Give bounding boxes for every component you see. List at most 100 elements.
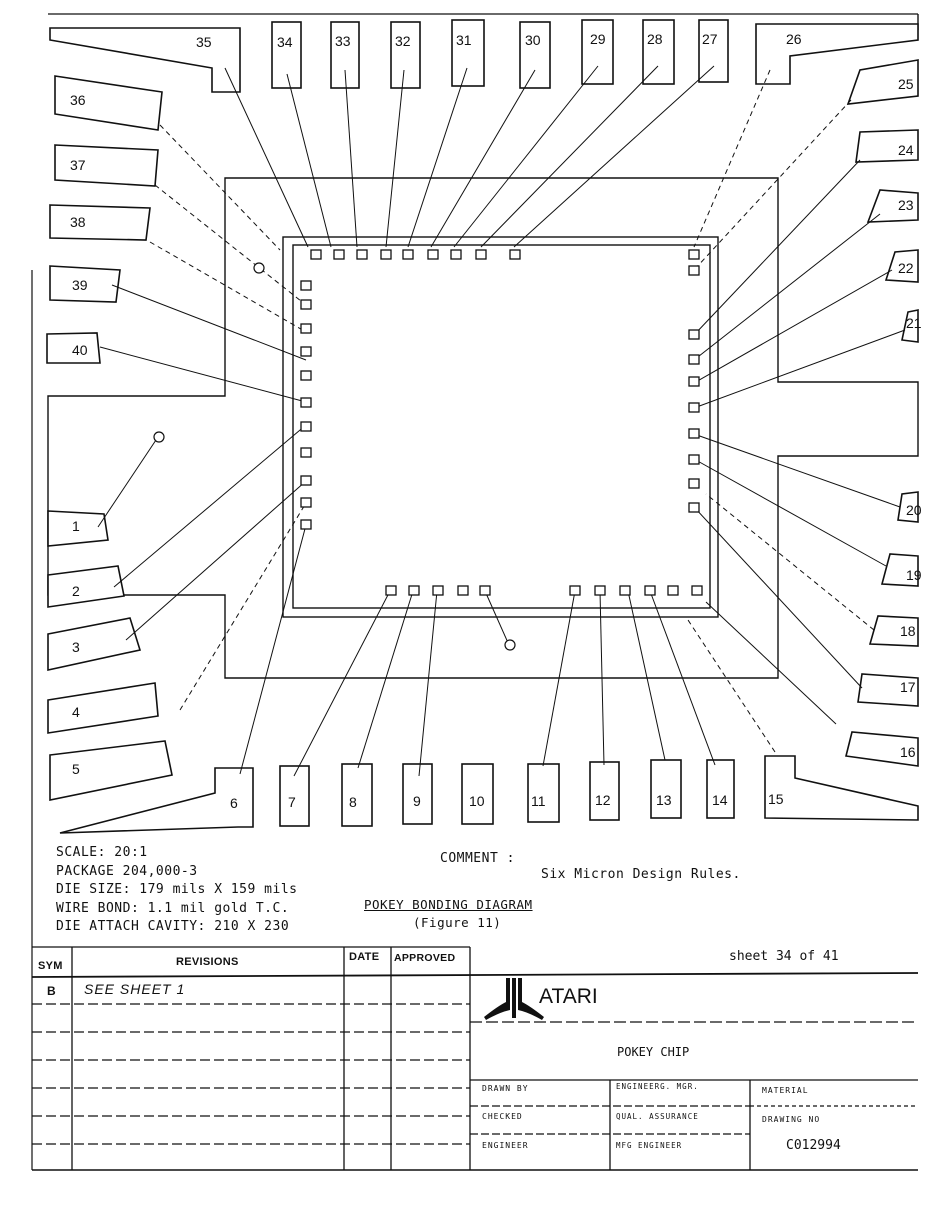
revisions-header: REVISIONS <box>176 956 239 968</box>
lead-19 <box>880 553 919 587</box>
pin-label-23: 23 <box>898 197 914 213</box>
lead-28 <box>642 19 675 85</box>
note-wire-bond: WIRE BOND: 1.1 mil gold T.C. <box>56 900 290 916</box>
fiducial-top-left <box>253 262 265 274</box>
pin-label-40: 40 <box>72 342 88 358</box>
lead-34 <box>271 21 302 89</box>
pin-label-34: 34 <box>277 34 293 50</box>
bond-pads <box>300 249 703 596</box>
pin-label-7: 7 <box>288 794 296 810</box>
date-header: DATE <box>349 951 380 963</box>
lead-2 <box>47 565 125 608</box>
lead-23 <box>866 189 919 223</box>
pin-label-22: 22 <box>898 260 914 276</box>
lead-24 <box>855 129 919 163</box>
bond-wires <box>97 65 906 777</box>
lead-25 <box>846 59 919 105</box>
pin-label-29: 29 <box>590 31 606 47</box>
lead-21 <box>901 309 919 343</box>
note-die-size: DIE SIZE: 179 mils X 159 mils <box>56 882 298 897</box>
sheet-number: sheet 34 of 41 <box>729 949 839 964</box>
lead-31 <box>451 19 485 87</box>
lead-13 <box>650 759 682 819</box>
pin-label-25: 25 <box>898 76 914 92</box>
pin-label-32: 32 <box>395 33 411 49</box>
pin-label-27: 27 <box>702 31 718 47</box>
lead-fingers <box>46 19 919 834</box>
pin-label-17: 17 <box>900 679 916 695</box>
pin-label-13: 13 <box>656 792 672 808</box>
lead-5 <box>49 740 173 801</box>
lead-6 <box>59 767 254 834</box>
lead-18 <box>868 615 919 647</box>
sym-header: SYM <box>38 960 63 972</box>
pin-label-3: 3 <box>72 639 80 655</box>
lead-29 <box>581 19 614 85</box>
lead-9 <box>402 763 433 825</box>
pin-label-1: 1 <box>72 518 80 534</box>
package-notes: SCALE: 20:1 PACKAGE 204,000-3 DIE SIZE: … <box>56 844 297 937</box>
title-block-grid <box>31 946 919 1170</box>
lead-17 <box>857 673 919 707</box>
pin-label-18: 18 <box>900 623 916 639</box>
revision-text: SEE SHEET 1 <box>84 981 186 997</box>
pin-label-21: 21 <box>906 315 922 331</box>
pin-label-12: 12 <box>595 792 611 808</box>
pin-label-24: 24 <box>898 142 914 158</box>
pin-label-11: 11 <box>531 793 546 809</box>
lead-4 <box>47 682 159 734</box>
pin-label-31: 31 <box>456 32 472 48</box>
lead-39 <box>49 265 121 303</box>
lead-22 <box>884 249 919 283</box>
lead-38 <box>49 204 151 241</box>
pin-label-36: 36 <box>70 92 86 108</box>
package-cavity <box>47 177 919 679</box>
company-name: ATARI <box>539 985 598 1008</box>
note-package: PACKAGE 204,000-3 <box>56 863 198 879</box>
note-cavity: DIE ATTACH CAVITY: 210 X 230 <box>56 919 290 934</box>
atari-logo-icon <box>484 978 544 1020</box>
pin-label-30: 30 <box>525 32 541 48</box>
pin-label-5: 5 <box>72 761 80 777</box>
pin-label-4: 4 <box>72 704 80 720</box>
figure-caption: (Figure 11) <box>413 915 502 930</box>
lead-30 <box>519 21 551 89</box>
lead-40 <box>46 332 101 364</box>
lead-12 <box>589 761 620 821</box>
approved-header: APPROVED <box>394 952 456 964</box>
quality-assurance-label: QUAL. ASSURANCE <box>616 1112 699 1121</box>
lead-26 <box>755 23 919 85</box>
lead-16 <box>845 731 919 767</box>
pin-label-33: 33 <box>335 33 351 49</box>
lead-35 <box>49 27 241 93</box>
die-outline-inner <box>292 244 711 609</box>
lead-3 <box>47 617 142 671</box>
lead-14 <box>706 759 735 819</box>
pin-label-28: 28 <box>647 31 663 47</box>
pin-label-2: 2 <box>72 583 80 599</box>
fiducial-bottom <box>504 639 516 651</box>
comment-text: Six Micron Design Rules. <box>541 867 741 882</box>
pin-label-26: 26 <box>786 31 802 47</box>
pin-label-16: 16 <box>900 744 916 760</box>
pin-label-19: 19 <box>906 567 922 583</box>
pin-label-20: 20 <box>906 502 922 518</box>
comment-label: COMMENT : <box>440 851 515 866</box>
lead-27 <box>698 19 729 83</box>
pin-label-38: 38 <box>70 214 86 230</box>
drawing-no-label: DRAWING NO <box>762 1115 821 1124</box>
die-outline-outer <box>282 236 719 618</box>
mfg-engineer-label: MFG ENGINEER <box>616 1141 683 1150</box>
part-name: POKEY CHIP <box>617 1045 690 1059</box>
pin-label-8: 8 <box>349 794 357 810</box>
checked-label: CHECKED <box>482 1112 523 1121</box>
lead-1 <box>47 510 109 547</box>
lead-10 <box>461 763 494 825</box>
lead-33 <box>330 21 360 89</box>
lead-11 <box>527 763 560 823</box>
pin-label-35: 35 <box>196 34 212 50</box>
lead-37 <box>54 144 159 187</box>
drawn-by-label: DRAWN BY <box>482 1084 529 1093</box>
lead-36 <box>54 75 163 131</box>
